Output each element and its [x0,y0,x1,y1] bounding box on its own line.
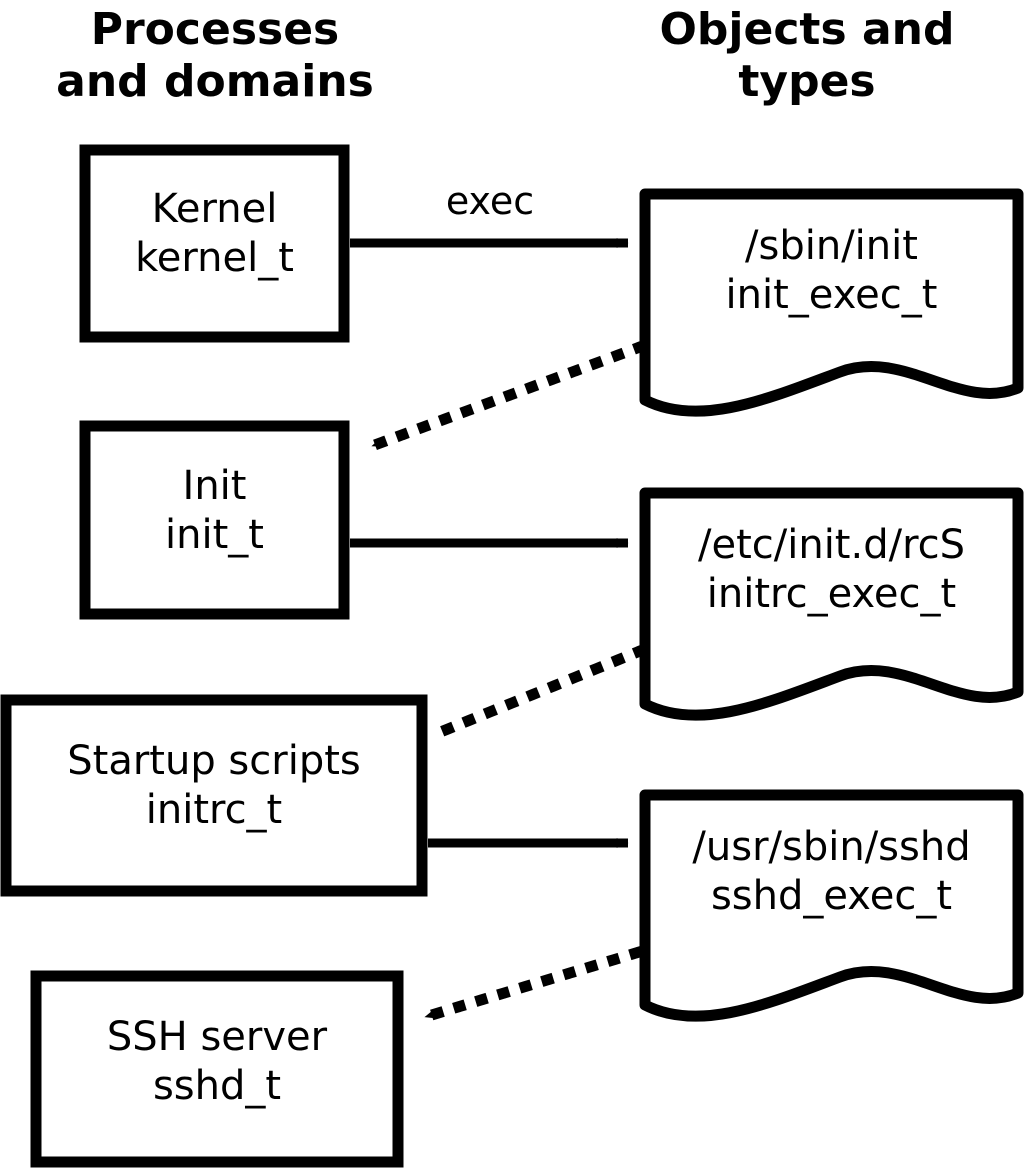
object-doc-initrc-exec[interactable] [639,487,1024,721]
object-doc-init-exec[interactable] [639,188,1024,417]
process-box-init[interactable] [79,420,350,620]
object-doc-sshd-exec[interactable] [639,789,1024,1022]
edge-label-exec: exec [445,179,535,223]
column-heading-objects: Objects and types [659,4,955,107]
edge-initrc-exec-to-initrc [435,643,648,739]
column-heading-processes: Processes and domains [56,4,374,107]
process-box-initrc[interactable] [0,694,428,897]
edge-init-exec-to-init [364,339,648,454]
process-box-kernel[interactable] [79,144,350,343]
process-box-sshd[interactable] [30,970,404,1168]
edge-sshd-exec-to-sshd [418,946,643,1024]
